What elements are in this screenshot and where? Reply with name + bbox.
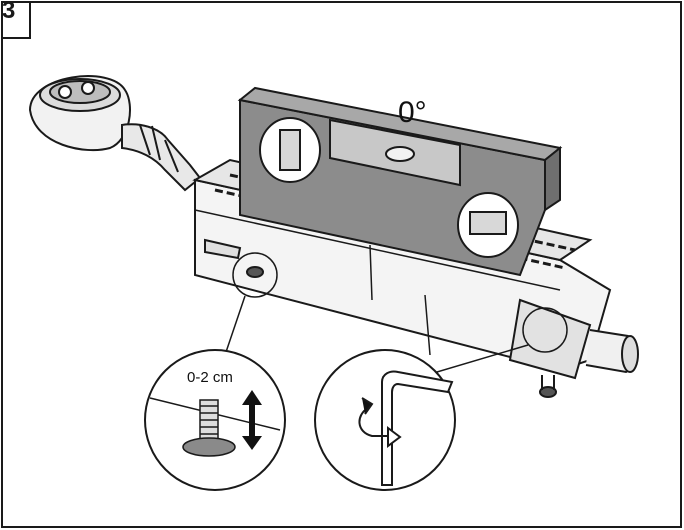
level-angle-label: 0°: [398, 96, 427, 129]
rotate-arrow-icon: [358, 397, 402, 448]
step-number: 3: [2, 0, 16, 24]
adjustment-range-label: 0-2 cm: [185, 369, 235, 386]
double-arrow-icon: [242, 390, 262, 450]
spirit-level-icon: [237, 86, 563, 277]
foot-detail: [144, 349, 286, 491]
step-box: [2, 2, 31, 39]
waste-outlet-icon: [28, 75, 202, 192]
screw-foot-icon: [182, 399, 236, 457]
allen-key-detail: [314, 349, 456, 491]
allen-key-icon: [381, 370, 454, 486]
